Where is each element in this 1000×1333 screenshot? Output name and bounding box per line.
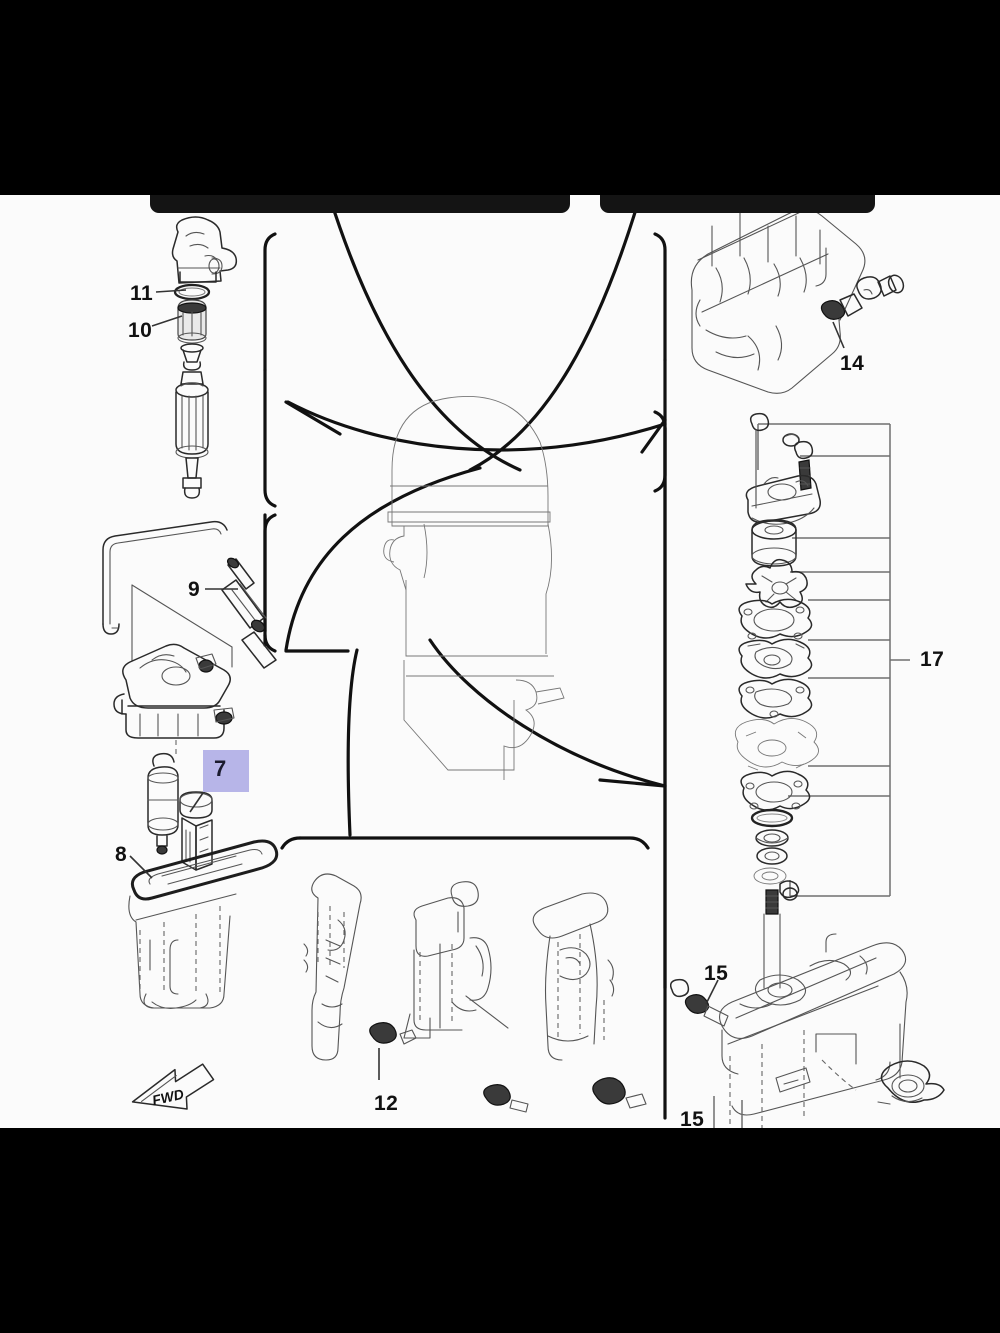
part-fuel-tank-body [128,893,237,1009]
part-fuel-hose [102,520,228,635]
letterbox-bottom [0,1128,1000,1333]
callout-8: 8 [115,843,128,866]
callout-7: 7 [214,756,227,781]
part-upper-casing [690,201,905,394]
callout-12: 12 [374,1092,399,1115]
callout-14: 14 [840,352,865,375]
part-lower-casing [669,933,945,1128]
left-divider-brace [263,232,277,653]
top-strip-left [150,195,570,213]
part-carburetor-assembly [113,584,235,754]
top-strip-right [600,195,875,213]
letterbox-top [0,0,1000,195]
fwd-direction-arrow [131,1063,215,1110]
callout-15-upper: 15 [704,962,729,985]
part-inline-fuel-filter-9 [205,557,277,669]
right-divider-brace [653,232,667,1120]
part-fuel-cock-assembly [151,216,238,499]
part-fuel-tank-gasket-8 [129,839,279,901]
part-water-pump-kit-17 [734,412,910,989]
callout-9: 9 [188,578,201,601]
part-clamp-brackets [303,873,647,1113]
callout-15-lower: 15 [680,1108,705,1131]
callout-10: 10 [128,319,153,342]
callout-11: 11 [130,282,154,305]
part-oring-11 [173,283,211,301]
part-fuel-pump-7 [147,752,213,871]
callout-7-highlight[interactable] [203,750,249,792]
outboard-motor-outline [383,396,565,780]
drawing-sheet [0,195,1000,1128]
callout-17: 17 [920,648,945,671]
